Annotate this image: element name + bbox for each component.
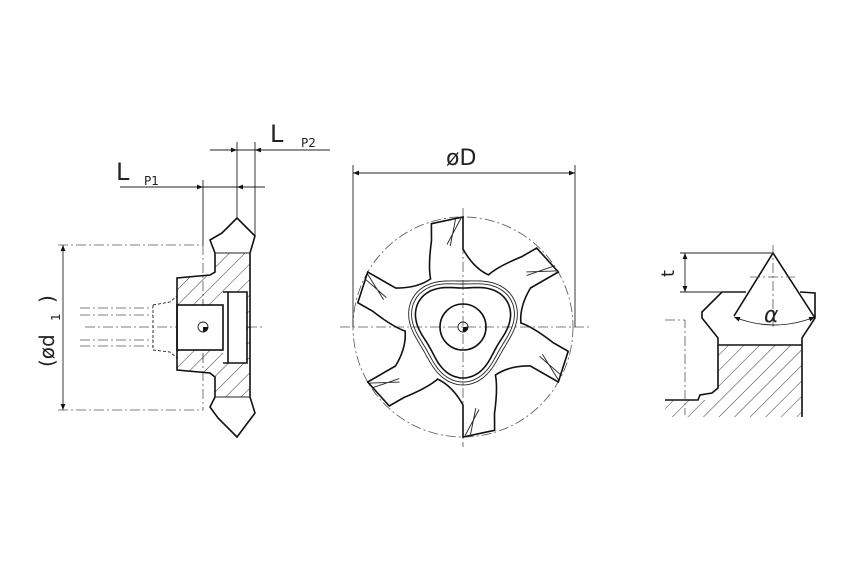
lp1-label-main: L (116, 158, 130, 186)
carbide-face-1 (446, 217, 462, 247)
D-label: øD (446, 146, 476, 171)
screw-center-mark (203, 327, 208, 332)
workpiece-hatch (665, 345, 802, 417)
center-hole (439, 303, 487, 351)
side-section-view: (ød 1 ) L P1 L P2 (35, 120, 330, 439)
profile-dashed-outline (665, 319, 686, 415)
d1-label-sub: 1 (49, 313, 63, 321)
lp2-label-main: L (270, 120, 284, 148)
carbide-face-3 (539, 354, 561, 381)
shank-taper (152, 295, 178, 359)
bore (176, 304, 224, 351)
d1-label: (ød 1 ) (35, 295, 63, 367)
counterbore-clear (223, 292, 247, 363)
alpha-label: α (764, 303, 779, 328)
d1-label-main: (ød (35, 334, 59, 367)
screw-center-mark-front (463, 327, 468, 332)
cutter-outline (356, 216, 570, 438)
carbide-faces (365, 217, 561, 437)
lp1-label-sub: P1 (144, 174, 159, 188)
t-label: t (658, 270, 679, 277)
front-view: øD (340, 146, 590, 447)
rounded-triangle-middle (411, 283, 515, 383)
rounded-triangle-inner (414, 286, 512, 379)
rounded-triangle-outer (408, 280, 518, 386)
tooth-profile-view: t α (658, 245, 816, 417)
alpha-angle-arc (733, 316, 816, 326)
carbide-face-6 (365, 273, 387, 300)
d1-label-close: ) (35, 295, 59, 303)
carbide-face-2 (526, 266, 557, 276)
carbide-face-5 (369, 378, 400, 388)
carbide-face-4 (464, 407, 480, 437)
lp2-label-sub: P2 (301, 136, 316, 150)
counterbore (223, 291, 248, 364)
bore-clear (177, 305, 223, 350)
